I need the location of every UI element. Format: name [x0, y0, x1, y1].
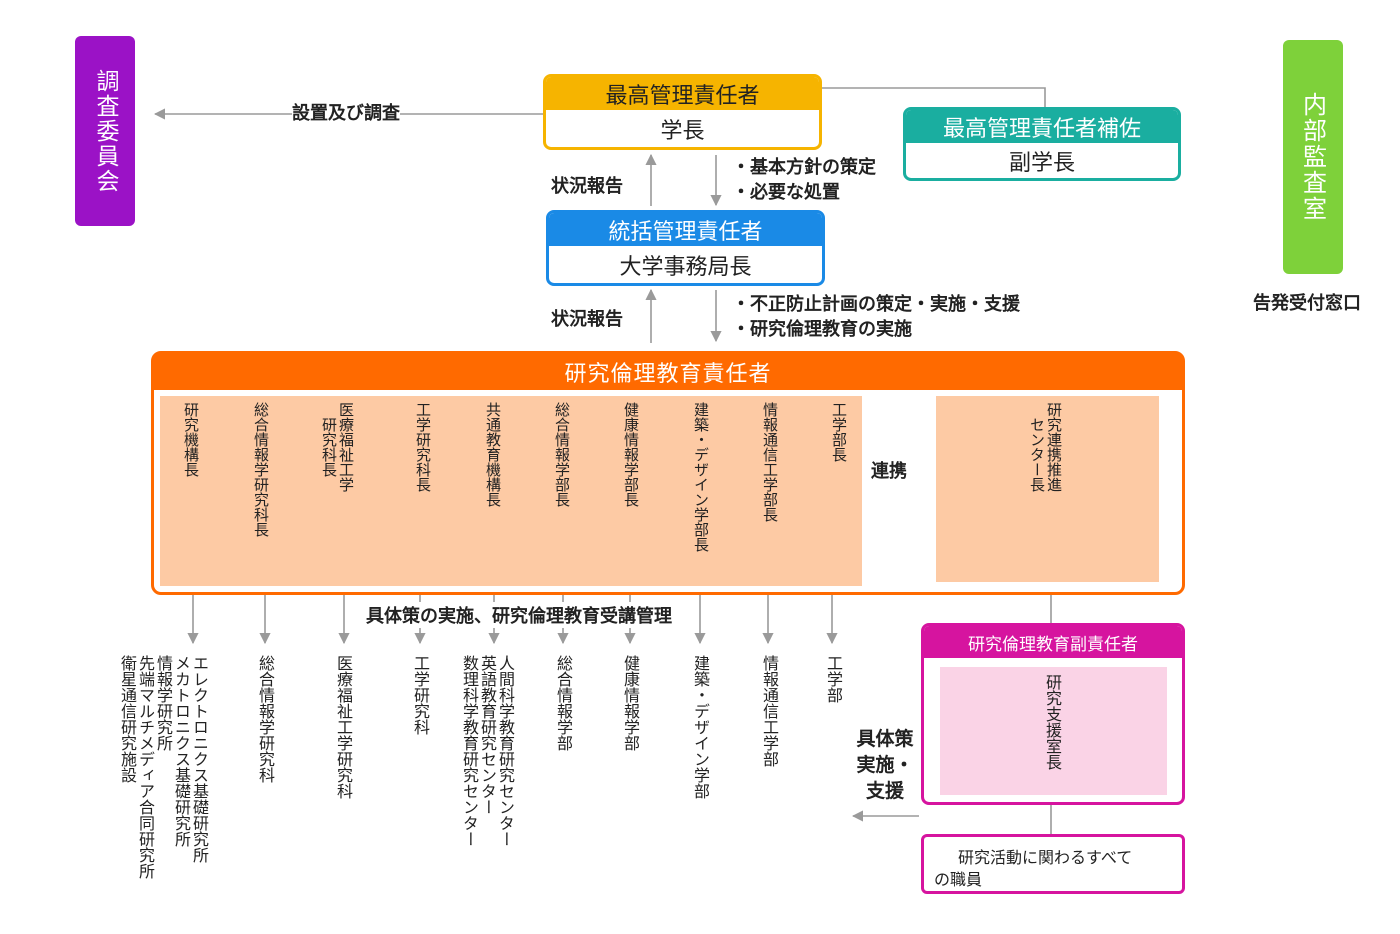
directive-2a: ・不正防止計画の策定・実施・支援 [732, 294, 1020, 315]
directive-1b: ・必要な処置 [732, 182, 840, 203]
member-fac-engineering: 工学部長 [830, 402, 848, 462]
whistleblower-desk-label: 告発受付窓口 [1253, 293, 1361, 314]
unit-fac-architecture: 建築・デザイン学部 [691, 655, 710, 799]
staff-line-2: の職員 [934, 870, 983, 889]
chief-box: 最高管理責任者 学長 [543, 74, 822, 150]
unit-grad-engineering: 工学研究科 [411, 655, 430, 735]
general-title: 統括管理責任者 [549, 213, 822, 246]
member-fac-health: 健康情報学部長 [622, 402, 640, 507]
investigation-committee-box: 調査委員会 [75, 36, 135, 226]
unit-research-institutes: エレクトロニクス基礎研究所 メカトロニクス基礎研究所 情報学研究所 先端マルチメ… [118, 655, 209, 879]
unit-fac-health: 健康情報学部 [621, 655, 640, 751]
assistant-box: 最高管理責任者補佐 副学長 [903, 107, 1181, 181]
member-general-education: 共通教育機構長 [484, 402, 502, 507]
vice-member-panel [940, 667, 1167, 795]
unit-fac-engineering: 工学部 [824, 655, 843, 703]
member-grad-engineering: 工学研究科長 [414, 402, 432, 492]
chief-title: 最高管理責任者 [546, 77, 819, 110]
internal-audit-box: 内部監査室 [1283, 40, 1343, 274]
unit-grad-informatics: 総合情報学研究科 [256, 655, 275, 783]
all-staff-box: 研究活動に関わるすべて の職員 [921, 834, 1185, 894]
directive-1a: ・基本方針の策定 [732, 157, 876, 178]
support-label-line-3: 支援 [865, 780, 904, 802]
support-label-line-1: 具体策 [856, 728, 914, 750]
directive-2b: ・研究倫理教育の実施 [732, 319, 912, 340]
member-fac-informatics: 総合情報学部長 [553, 402, 571, 507]
center-panel [936, 396, 1159, 582]
report-label-1: 状況報告 [551, 176, 623, 197]
unit-education-centers: 人間科学教育研究センター 英語教育研究センター 数理科学教育研究センター [460, 655, 515, 847]
assistant-name: 副学長 [1008, 150, 1075, 176]
research-support-head: 研究支援室長 [1043, 674, 1062, 770]
unit-grad-medical-welfare: 医療福祉工学研究科 [334, 655, 353, 799]
ethics-officer-title: 研究倫理教育責任者 [154, 354, 1182, 390]
general-manager-box: 統括管理責任者 大学事務局長 [546, 210, 825, 286]
unit-fac-informatics: 総合情報学部 [554, 655, 573, 751]
member-fac-architecture: 建築・デザイン学部長 [692, 402, 710, 552]
member-research-org: 研究機構長 [182, 402, 200, 477]
general-name: 大学事務局長 [619, 254, 752, 280]
assistant-title: 最高管理責任者補佐 [906, 110, 1178, 143]
staff-line-1: 研究活動に関わるすべて [958, 848, 1133, 867]
chief-name: 学長 [660, 118, 705, 144]
implementation-label: 具体策の実施、研究倫理教育受講管理 [364, 602, 674, 628]
member-fac-info-comm: 情報通信工学部長 [761, 402, 779, 522]
setup-label: 設置及び調査 [292, 99, 400, 125]
unit-fac-info-comm: 情報通信工学部 [760, 655, 779, 767]
report-label-2: 状況報告 [551, 309, 623, 330]
center-director: 研究連携推進 センター長 [1028, 402, 1063, 492]
vice-officer-title: 研究倫理教育副責任者 [924, 626, 1182, 658]
support-label-line-2: 実施・ [856, 754, 914, 776]
link-label: 連携 [871, 461, 907, 482]
members-panel [160, 396, 862, 586]
member-grad-informatics: 総合情報学研究科長 [252, 402, 270, 537]
line-chief-assistant [822, 87, 1046, 108]
member-grad-medical-welfare: 医療福祉工学 研究科長 [320, 402, 355, 492]
support-label: 具体策 実施・ 支援 [852, 726, 918, 804]
